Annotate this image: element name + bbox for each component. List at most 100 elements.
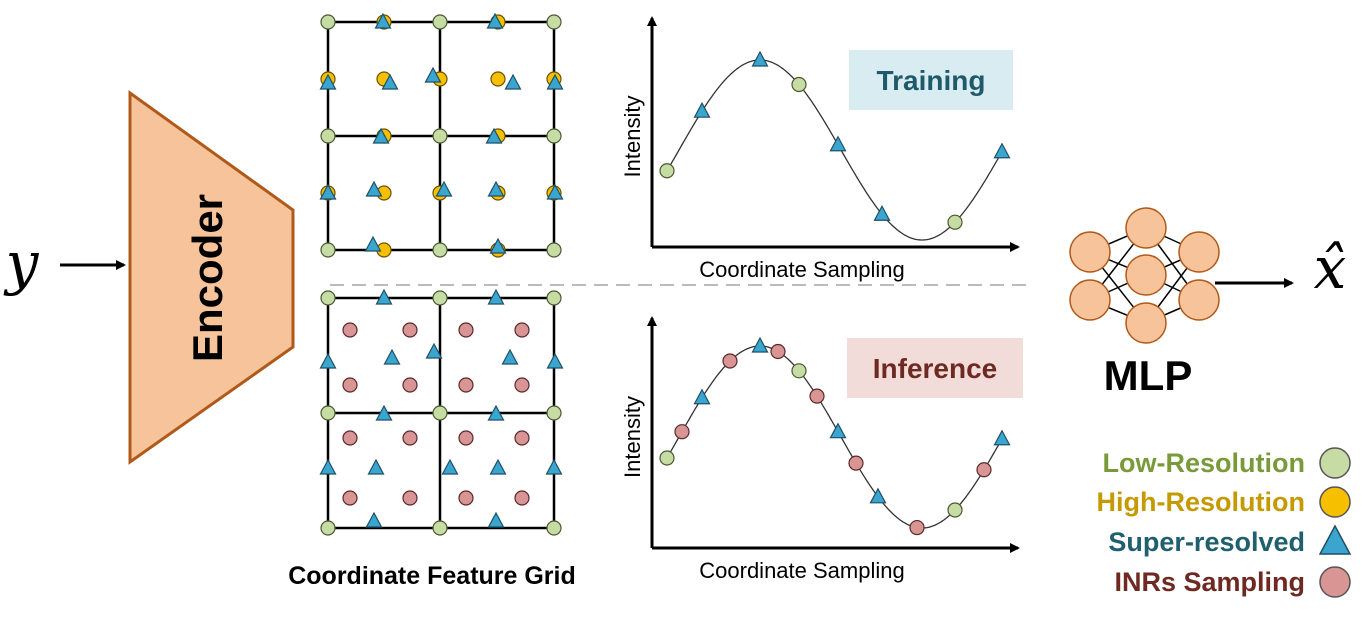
legend-label: High-Resolution (1097, 487, 1305, 517)
sr-point (319, 73, 337, 90)
y-axis-label: Intensity (620, 96, 645, 178)
lr-point (546, 14, 562, 30)
inr-point (514, 430, 530, 446)
inr-point (402, 322, 418, 338)
legend-marker-circle (1319, 566, 1351, 598)
sr-point (374, 12, 392, 29)
mlp-node (1125, 207, 1167, 249)
x-axis-label: Coordinate Sampling (699, 257, 904, 282)
sr-point (487, 288, 505, 305)
mlp-node (1125, 254, 1167, 296)
sr-point (424, 66, 442, 83)
legend-marker-circle (1319, 447, 1351, 479)
legend-marker-circle (1319, 486, 1351, 518)
sr-point (489, 458, 507, 475)
lr-point (546, 520, 562, 536)
mlp-node (1069, 279, 1111, 321)
sr-point (546, 73, 564, 90)
lr-point (320, 290, 336, 306)
legend-label: Low-Resolution (1103, 448, 1305, 478)
mlp-network (1069, 207, 1220, 344)
sr-point (375, 288, 393, 305)
lr-point (432, 520, 448, 536)
mlp-node (1069, 231, 1111, 273)
feature-grid-training (319, 12, 564, 258)
lr-sample (791, 76, 807, 93)
mlp-node (1178, 279, 1220, 321)
lr-point (546, 405, 562, 421)
sr-sample (873, 204, 891, 221)
inr-point (458, 490, 474, 506)
inr-point (458, 430, 474, 446)
inference-label-box (847, 338, 1023, 398)
sr-sample (693, 101, 711, 118)
sr-point (365, 180, 383, 197)
legend-label: INRs Sampling (1114, 567, 1305, 597)
inr-sample (976, 462, 992, 478)
inr-point (514, 377, 530, 393)
lr-point (320, 128, 336, 144)
mlp-label: MLP (1104, 352, 1193, 399)
sr-point (489, 237, 507, 254)
training-label: Training (877, 65, 986, 96)
sr-point (487, 404, 505, 421)
encoder-block (128, 90, 295, 465)
lr-sample (947, 214, 963, 230)
sr-sample (993, 142, 1011, 159)
sr-point (365, 511, 383, 528)
inr-point (342, 377, 358, 393)
lr-point (320, 520, 336, 536)
sr-point (425, 342, 443, 359)
inr-sample (909, 519, 925, 536)
lr-point (432, 290, 448, 306)
inr-point (342, 322, 358, 338)
inr-point (342, 430, 358, 446)
sr-point (435, 180, 453, 197)
inr-point (458, 377, 474, 393)
inr-point (402, 377, 418, 393)
sr-point (319, 352, 337, 369)
sr-sample (751, 50, 769, 67)
lr-sample (791, 363, 807, 379)
sr-point (364, 235, 382, 252)
lr-point (546, 128, 562, 144)
sr-point (367, 458, 385, 475)
intensity-curve (666, 59, 1002, 241)
inr-sample (848, 455, 864, 471)
sr-point (501, 348, 519, 365)
inr-sample (770, 343, 786, 360)
sr-sample (751, 336, 769, 353)
inr-point (402, 490, 418, 506)
inr-point (514, 322, 530, 338)
lr-point (432, 128, 448, 144)
inr-sample (722, 353, 738, 369)
sr-sample (693, 388, 711, 405)
lr-sample (659, 163, 675, 179)
sr-point (487, 511, 505, 528)
legend-marker-triangle (1318, 524, 1352, 555)
intensity-curve (666, 345, 1002, 529)
inr-sample (809, 388, 825, 404)
encoder-label: Encoder (184, 194, 231, 362)
sr-sample (829, 135, 847, 152)
lr-point (546, 242, 562, 258)
y-axis-label: Intensity (620, 396, 645, 478)
grid-caption: Coordinate Feature Grid (288, 562, 576, 590)
sr-point (487, 180, 505, 197)
legend: Low-ResolutionHigh-ResolutionSuper-resol… (1097, 447, 1352, 598)
sr-point (319, 183, 337, 200)
output-symbol: x̂ (1314, 234, 1347, 302)
sr-point (485, 127, 503, 144)
sr-point (375, 404, 393, 421)
input-symbol: y (3, 229, 40, 297)
inr-point (514, 490, 530, 506)
lr-point (432, 242, 448, 258)
lr-point (320, 242, 336, 258)
x-axis-label: Coordinate Sampling (699, 558, 904, 583)
hr-point (490, 71, 506, 87)
feature-grid-inference (319, 288, 564, 536)
mlp-node (1125, 302, 1167, 344)
